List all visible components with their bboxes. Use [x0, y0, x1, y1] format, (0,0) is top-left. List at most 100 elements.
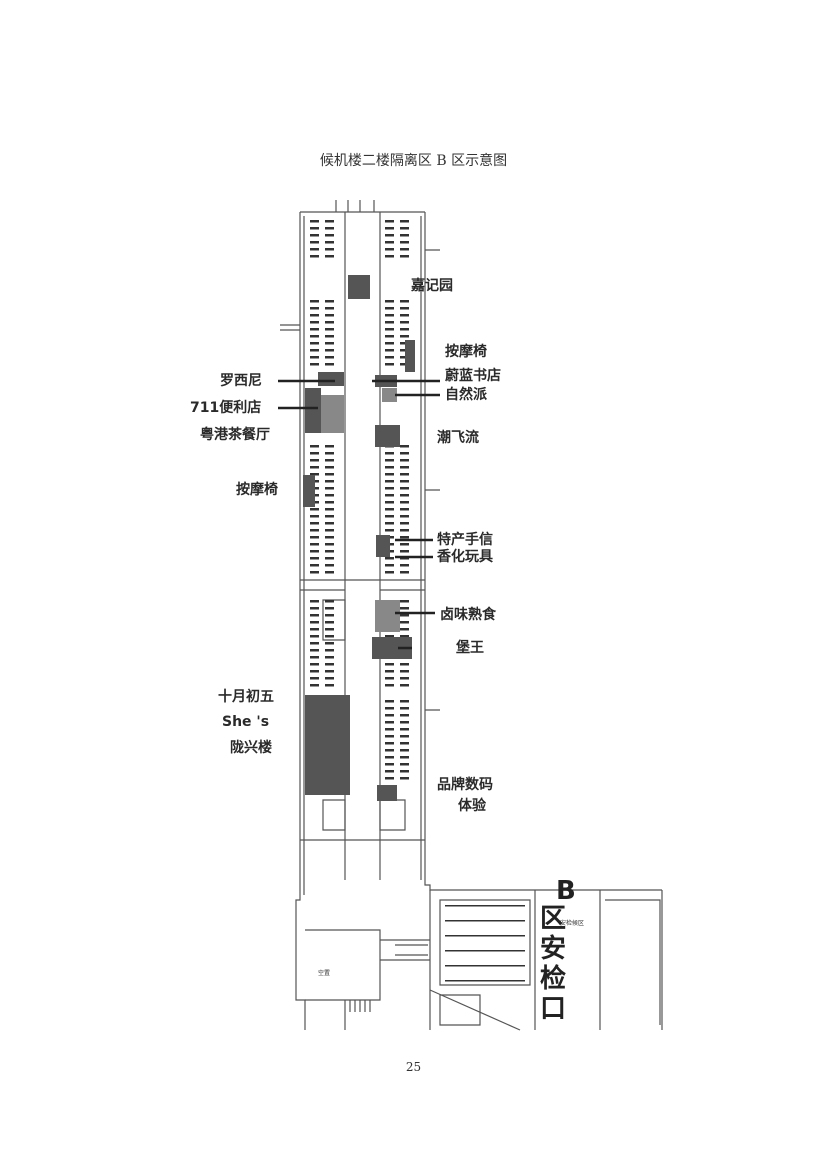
seat-row — [400, 248, 409, 251]
seat-row — [310, 335, 319, 338]
seat-row — [400, 707, 409, 710]
seat-row — [325, 543, 334, 546]
seat-row — [400, 543, 409, 546]
seat-row — [325, 255, 334, 258]
seat-row — [310, 564, 319, 567]
seat-row — [310, 445, 319, 448]
seat-row — [400, 255, 409, 258]
shop-luwei — [375, 600, 400, 632]
seat-row — [400, 522, 409, 525]
security-char-2: 安 — [540, 934, 567, 964]
shop-luoxini — [318, 372, 344, 386]
seat-row — [325, 328, 334, 331]
seat-row — [400, 571, 409, 574]
seat-row — [385, 466, 394, 469]
seat-row — [325, 571, 334, 574]
seat-row — [310, 363, 319, 366]
seat-row — [385, 763, 394, 766]
seat-row — [400, 728, 409, 731]
seat-row — [310, 677, 319, 680]
seat-row — [325, 614, 334, 617]
seat-row — [400, 721, 409, 724]
seat-row — [400, 536, 409, 539]
seat-row — [385, 515, 394, 518]
seat-row — [400, 635, 409, 638]
seat-row — [400, 670, 409, 673]
shop-chaofeiliu — [375, 425, 400, 447]
shop-shiyue-shes-longxing — [305, 695, 350, 795]
seat-row — [385, 714, 394, 717]
seat-row — [385, 349, 394, 352]
seat-row — [400, 770, 409, 773]
seat-row — [400, 314, 409, 317]
seat-row — [310, 543, 319, 546]
seat-row — [310, 300, 319, 303]
seat-row — [325, 550, 334, 553]
seat-row — [400, 363, 409, 366]
seat-row — [325, 529, 334, 532]
seat-row — [400, 356, 409, 359]
seat-row — [325, 677, 334, 680]
seat-row — [385, 335, 394, 338]
seat-row — [385, 663, 394, 666]
seat-row — [385, 777, 394, 780]
seat-row — [310, 550, 319, 553]
seat-row — [400, 663, 409, 666]
seat-row — [310, 234, 319, 237]
seat-row — [310, 466, 319, 469]
seating-rows — [310, 220, 525, 982]
security-char-4: 口 — [540, 994, 567, 1022]
seat-row — [400, 342, 409, 345]
seat-row — [400, 445, 409, 448]
seat-row — [385, 756, 394, 759]
seat-row — [310, 529, 319, 532]
seat-row — [325, 445, 334, 448]
queue-line — [445, 950, 525, 952]
seat-row — [400, 742, 409, 745]
seat-row — [385, 677, 394, 680]
seat-row — [310, 522, 319, 525]
seat-row — [400, 227, 409, 230]
seat-row — [310, 356, 319, 359]
label-longxing: 陇兴楼 — [230, 740, 272, 756]
seat-row — [385, 459, 394, 462]
seat-row — [385, 742, 394, 745]
seat-row — [325, 248, 334, 251]
seat-row — [385, 529, 394, 532]
seat-row — [325, 363, 334, 366]
seat-row — [385, 564, 394, 567]
shop-yuegang — [321, 395, 344, 433]
seat-row — [310, 452, 319, 455]
seat-row — [400, 515, 409, 518]
seat-row — [400, 459, 409, 462]
seat-row — [385, 522, 394, 525]
seat-row — [385, 321, 394, 324]
seat-row — [385, 501, 394, 504]
label-pinpai-1: 品牌数码 — [437, 777, 493, 793]
seat-row — [325, 300, 334, 303]
seat-row — [400, 600, 409, 603]
shop-ziranpai — [382, 388, 397, 402]
seat-row — [310, 670, 319, 673]
seat-row — [385, 700, 394, 703]
seat-row — [325, 314, 334, 317]
seat-row — [400, 300, 409, 303]
seat-row — [325, 684, 334, 687]
seat-row — [325, 649, 334, 652]
seat-row — [325, 600, 334, 603]
seat-row — [385, 241, 394, 244]
seat-row — [310, 621, 319, 624]
seat-row — [385, 480, 394, 483]
label-baowang: 堡王 — [456, 640, 484, 656]
seat-row — [310, 663, 319, 666]
seat-row — [385, 328, 394, 331]
seat-row — [310, 314, 319, 317]
seat-row — [310, 255, 319, 258]
seat-row — [400, 607, 409, 610]
label-luoxini: 罗西尼 — [220, 373, 262, 389]
seat-row — [385, 307, 394, 310]
seat-row — [310, 628, 319, 631]
seat-row — [385, 721, 394, 724]
seat-row — [400, 735, 409, 738]
shop-jiajiyuan — [348, 275, 370, 299]
